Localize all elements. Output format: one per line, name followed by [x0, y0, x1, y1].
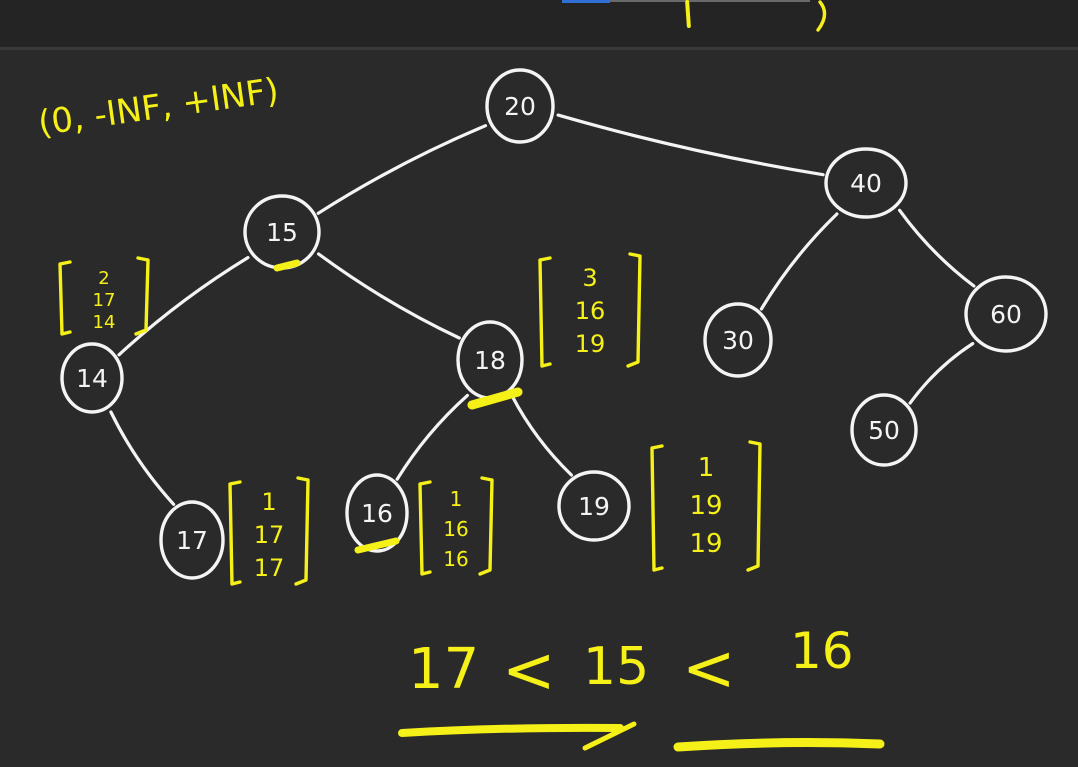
bracket-right: [626, 252, 642, 368]
bracket-value-0: 1: [450, 487, 463, 511]
stray-yellow-curve: [816, 0, 827, 32]
highlight-under-15: [273, 259, 301, 272]
node-60: 60: [964, 275, 1048, 353]
bracket-value-2: 16: [443, 547, 468, 571]
bracket-value-2: 19: [575, 330, 606, 358]
nodes-layer: 20 15 40 14 18 30 60 17 16 19 50: [60, 68, 1048, 580]
node-17: 17: [159, 500, 225, 580]
bracket-left: [650, 444, 664, 572]
edge-n18-n16: [395, 393, 469, 481]
node-label-18: 18: [474, 346, 506, 375]
bracket-annotation-19: 1 19 19: [650, 440, 762, 572]
node-label-60: 60: [990, 300, 1022, 329]
node-label-40: 40: [850, 169, 882, 198]
comparison-middle: 15: [583, 637, 649, 697]
top-toolbar-strip: [0, 0, 1078, 50]
toolbar-track: [610, 0, 810, 2]
edge-n20-n40: [556, 113, 825, 177]
bracket-value-0: 3: [582, 264, 597, 292]
bracket-right: [746, 440, 762, 572]
bracket-value-1: 19: [689, 491, 722, 521]
node-label-15: 15: [266, 218, 298, 247]
bracket-left: [228, 480, 242, 586]
range-note: (0, -INF, +INF): [36, 71, 281, 144]
node-16: 16: [345, 473, 409, 553]
bracket-value-2: 19: [689, 529, 722, 559]
bracket-left: [58, 260, 72, 336]
edge-n20-n15: [316, 124, 488, 215]
bracket-value-0: 1: [698, 453, 715, 483]
bracket-value-1: 17: [254, 521, 285, 549]
node-label-17: 17: [176, 526, 208, 555]
node-label-14: 14: [76, 364, 108, 393]
bracket-annotation-18: 3 16 19: [538, 252, 642, 368]
edge-n15-n14: [117, 256, 250, 357]
node-40: 40: [824, 147, 908, 219]
bracket-value-1: 17: [93, 290, 116, 311]
node-15: 15: [243, 194, 321, 270]
edge-n60-n50: [908, 342, 975, 405]
comparison-expression: 17 < 15 < 16: [398, 622, 885, 752]
underline-left-arrowhead: [582, 721, 637, 751]
highlight-under-16: [354, 537, 400, 554]
node-14: 14: [60, 342, 124, 414]
toolbar-active-indicator[interactable]: [562, 0, 610, 3]
bracket-right: [478, 476, 494, 576]
edge-n15-n18: [317, 252, 461, 340]
node-circle-14: [60, 342, 124, 414]
node-circle-40: [824, 147, 908, 219]
underline-left: [398, 723, 624, 737]
node-label-16: 16: [361, 499, 393, 528]
node-circle-30: [703, 302, 773, 378]
node-circle-50: [850, 393, 918, 467]
bracket-annotation-17: 1 17 17: [228, 476, 310, 586]
bracket-value-0: 1: [261, 488, 276, 516]
edge-n18-n19: [510, 394, 573, 477]
node-circle-19: [557, 470, 631, 542]
bracket-left: [418, 480, 432, 576]
node-19: 19: [557, 470, 631, 542]
comparison-op1: <: [502, 634, 556, 708]
node-label-19: 19: [578, 492, 610, 521]
node-20: 20: [485, 68, 555, 144]
node-label-50: 50: [868, 416, 900, 445]
bracket-value-2: 14: [93, 312, 116, 333]
node-label-20: 20: [504, 92, 536, 121]
comparison-op2: <: [682, 632, 736, 706]
node-label-30: 30: [722, 326, 754, 355]
bracket-value-1: 16: [575, 297, 606, 325]
bracket-value-2: 17: [254, 554, 285, 582]
bracket-value-1: 16: [443, 517, 468, 541]
comparison-right: 16: [790, 622, 854, 680]
edge-n40-n30: [759, 212, 839, 311]
bracket-right: [134, 256, 150, 336]
node-18: 18: [456, 320, 524, 400]
node-circle-20: [485, 68, 555, 144]
edge-n40-n60: [898, 208, 976, 288]
bracket-value-0: 2: [98, 268, 109, 289]
highlight-under-18: [467, 387, 523, 410]
node-30: 30: [703, 302, 773, 378]
bracket-left: [538, 256, 552, 368]
bracket-right: [294, 476, 310, 586]
edge-n14-n17: [109, 410, 176, 506]
node-circle-60: [964, 275, 1048, 353]
node-circle-16: [345, 473, 409, 553]
underline-right: [673, 738, 885, 752]
edges-layer: [109, 113, 976, 506]
comparison-left: 17: [408, 637, 479, 702]
bracket-annotation-16: 1 16 16: [418, 476, 494, 576]
node-circle-17: [159, 500, 225, 580]
node-50: 50: [850, 393, 918, 467]
